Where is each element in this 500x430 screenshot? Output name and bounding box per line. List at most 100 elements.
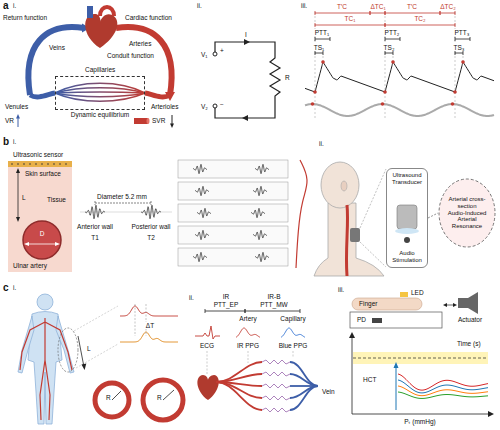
dimension-label: L	[21, 194, 27, 201]
current-arrow	[242, 115, 248, 121]
interval-bracket	[385, 51, 393, 55]
sensor-element	[53, 163, 55, 165]
echo-packet	[193, 164, 207, 173]
circuit-label: V₂	[200, 103, 209, 110]
echo-packet	[253, 186, 267, 195]
circuit-wire	[215, 42, 280, 118]
actuator-symbol	[458, 298, 468, 308]
echo-frame	[178, 204, 288, 222]
depth-arrow	[18, 172, 19, 218]
part-label: Ulnar artery	[12, 262, 48, 269]
diameter-arrowhead	[55, 242, 60, 246]
axis-arrowhead	[349, 332, 355, 338]
interval-label: T′C	[336, 3, 348, 10]
function-label: Return function	[2, 14, 48, 21]
echo-packet	[195, 230, 209, 239]
target-band	[353, 352, 488, 364]
interval-bracket	[440, 11, 455, 15]
blue-ppg-waveform	[281, 328, 305, 337]
time-label: T2	[146, 234, 156, 241]
heart-shape	[85, 14, 117, 48]
sensor-element	[65, 163, 67, 165]
panel-letter: a	[2, 0, 10, 11]
echo-frame	[178, 160, 288, 178]
echo-packet	[85, 205, 105, 219]
dimension-label: R	[105, 394, 112, 401]
zoom-line	[74, 306, 118, 368]
dimension-label: Diameter 5.2 mm	[96, 193, 148, 200]
conduction-gel	[395, 228, 419, 234]
vessel-label: Veins	[48, 44, 66, 51]
diameter-waveform	[296, 160, 307, 268]
panel-number: iii.	[337, 286, 345, 293]
artery-branch	[216, 374, 262, 382]
echo-baseline	[80, 212, 172, 213]
interval-bracket	[455, 51, 463, 55]
delay-marker	[135, 304, 146, 336]
capillary-bed	[262, 408, 290, 412]
foot-dot	[383, 90, 387, 94]
artery-branch	[216, 382, 262, 410]
depth-arrowhead	[16, 168, 20, 173]
peak-dot	[461, 60, 465, 64]
echo-frame	[178, 182, 288, 200]
peak-dot	[391, 60, 395, 64]
echo-packet	[197, 208, 211, 217]
device-label: Finger	[358, 300, 378, 307]
sensor-element	[41, 163, 43, 165]
quantity-label: VR	[4, 117, 15, 124]
guide-line	[207, 351, 293, 374]
interval-label: TC₁	[344, 15, 357, 22]
axis-label: Pₜ (mmHg)	[403, 418, 437, 425]
artery-arc	[116, 27, 172, 95]
interval-label: TS₃	[453, 44, 466, 51]
vessel-cylinder	[134, 118, 148, 124]
part-label: Ultrasonic sensor	[12, 151, 64, 158]
interval-bracket	[245, 309, 300, 313]
neck-outline	[314, 203, 384, 276]
echo-packet	[251, 208, 265, 217]
sensor-element	[29, 163, 31, 165]
vessel-label: Arteries	[128, 40, 152, 47]
panel-number: i.	[12, 2, 17, 9]
echo-packet	[195, 186, 209, 195]
node-text: Arterial cross-section	[445, 196, 489, 210]
ultrasonic-sensor	[8, 161, 72, 167]
interval-label: T′C	[406, 3, 418, 10]
part-label: Anterior wall	[76, 223, 114, 230]
hct-curve	[398, 374, 488, 390]
interval-bracket	[315, 23, 385, 27]
interval-label: ΔTC₂	[439, 3, 457, 10]
ear	[341, 181, 347, 191]
function-label: Conduit function	[106, 52, 155, 59]
sensor-element	[35, 163, 37, 165]
sensor-element	[17, 163, 19, 165]
echo-frame	[178, 248, 288, 266]
dimension-label: R	[156, 394, 163, 401]
interval-bracket	[205, 309, 245, 313]
panel-number: i.	[12, 284, 17, 291]
capillary-vessel	[55, 83, 145, 93]
tissue	[8, 167, 72, 272]
ulnar-artery	[23, 221, 61, 259]
target-line	[353, 358, 488, 359]
diameter-bracket	[95, 201, 151, 205]
carotid-artery	[346, 205, 347, 276]
decrease-arrow	[172, 115, 173, 124]
pulse-waveform	[305, 62, 494, 92]
vein-branch	[290, 386, 318, 410]
time-label: T1	[90, 234, 100, 241]
diameter-arrow	[28, 244, 56, 245]
time-label: ΔT	[145, 322, 155, 329]
head-outline	[321, 162, 359, 208]
signal-label: PTT_MW	[259, 301, 288, 308]
echo-packet	[141, 205, 161, 219]
hct-curve	[398, 392, 488, 398]
interval-bracket	[315, 51, 323, 55]
function-label: Cardiac function	[124, 14, 173, 21]
vessel-label: Arterioles	[150, 103, 179, 110]
signal-label: IR PPG	[236, 342, 260, 349]
signal-label: PTT_EP	[213, 301, 240, 308]
arterial-tree	[20, 318, 72, 420]
